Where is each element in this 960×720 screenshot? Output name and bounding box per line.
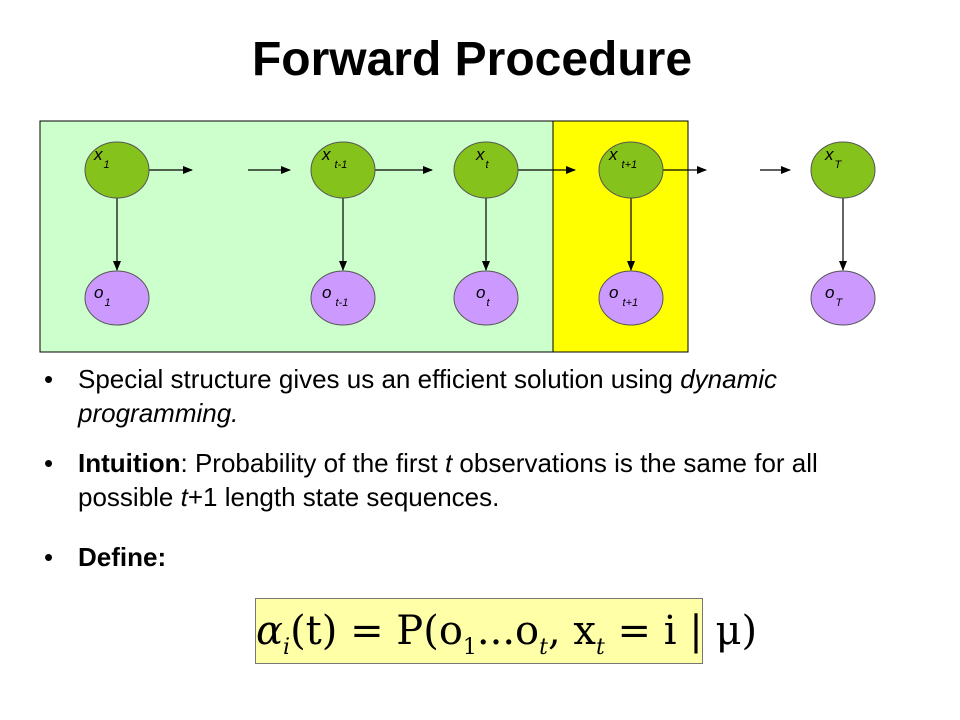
bullet-structure: • Special structure gives us an efficien… [44, 362, 844, 430]
label-x-tm1-sub: t-1 [331, 159, 348, 172]
bullet-intuition-part3: +1 length state sequences. [187, 482, 500, 512]
label-o-T-base: o [825, 283, 835, 302]
label-x1-base: x [94, 145, 103, 164]
label-x-T-base: x [825, 145, 834, 164]
bullet-intuition-part1: : Probability of the first [180, 448, 445, 478]
formula-o1-sub: 1 [462, 635, 477, 660]
label-o-t-sub: t [486, 297, 490, 310]
forward-variable-formula: αi(t) = P(o1...ot, xt = i | μ) [255, 598, 757, 664]
label-x-tm1: x t-1 [322, 145, 348, 172]
observation-node-o-tp1 [598, 270, 664, 326]
bullet-define: • Define: [44, 540, 844, 574]
label-x1-sub: 1 [103, 159, 110, 172]
bullet-intuition-label: Intuition [78, 448, 181, 478]
state-node-x-tm1 [310, 141, 376, 199]
formula-alpha: α [256, 608, 284, 654]
state-node-x-t [453, 141, 519, 199]
label-o-tm1: o t-1 [322, 283, 349, 310]
observation-node-o-t [453, 270, 519, 326]
state-node-x-tp1 [598, 141, 664, 199]
formula-middle: (t) = P(o [290, 608, 463, 654]
bullet-structure-text: Special structure gives us an efficient … [78, 364, 681, 394]
label-x-tp1: x t+1 [609, 145, 638, 172]
bullet-intuition-part2: observations is the same for all possibl… [78, 448, 818, 512]
hmm-diagram-graphic [39, 120, 876, 353]
label-x-tp1-sub: t+1 [618, 159, 638, 172]
label-o-tp1: o t+1 [609, 283, 639, 310]
label-x-T: xT [825, 145, 842, 172]
label-x-tm1-base: x [322, 145, 331, 164]
label-o1-base: o [94, 283, 104, 302]
bullet-intuition-var-t2: t [180, 482, 188, 512]
label-o-t: ot [476, 283, 490, 310]
state-node-x-T [810, 141, 876, 199]
formula-alpha-sub: i [283, 635, 291, 660]
bullet-define-label: Define: [78, 542, 167, 572]
observation-node-o-tm1 [310, 270, 376, 326]
observation-node-o-T [810, 270, 876, 326]
hmm-diagram: x1 x t-1 xt x t+1 xT o1 o t-1 ot o t+1 o… [39, 120, 876, 353]
label-o-T-sub: T [835, 297, 843, 310]
label-x-t-base: x [476, 145, 485, 164]
observation-node-o1 [84, 270, 150, 326]
formula-xt-sub: t [595, 635, 605, 660]
label-o-tp1-base: o [609, 283, 619, 302]
label-o-tm1-base: o [322, 283, 332, 302]
bullet-structure-italic: dynamic programming. [78, 364, 778, 428]
bullet-intuition: • Intuition: Probability of the first t … [44, 446, 844, 514]
label-o1-sub: 1 [104, 297, 111, 310]
bullet-dot: • [44, 448, 54, 478]
slide-title: Forward Procedure [251, 33, 693, 86]
label-o-tm1-sub: t-1 [332, 297, 349, 310]
label-o-tp1-sub: t+1 [619, 297, 639, 310]
label-x-T-sub: T [834, 159, 842, 172]
bullet-list: • Special structure gives us an efficien… [44, 362, 844, 590]
label-x-t: xt [476, 145, 489, 172]
bullet-intuition-var-t: t [444, 448, 453, 478]
formula-sep: , x [547, 608, 596, 654]
formula-dots: ...o [476, 608, 540, 654]
state-node-x1 [84, 141, 150, 199]
label-o-T: oT [825, 283, 843, 310]
formula-ot-sub: t [539, 635, 548, 660]
label-x-t-sub: t [485, 159, 489, 172]
bullet-dot: • [44, 364, 54, 394]
label-x1: x1 [94, 145, 110, 172]
label-x-tp1-base: x [609, 145, 618, 164]
label-o1: o1 [94, 283, 111, 310]
bullet-dot: • [44, 542, 54, 572]
label-o-t-base: o [476, 283, 486, 302]
formula-end: = i | μ) [604, 608, 758, 654]
